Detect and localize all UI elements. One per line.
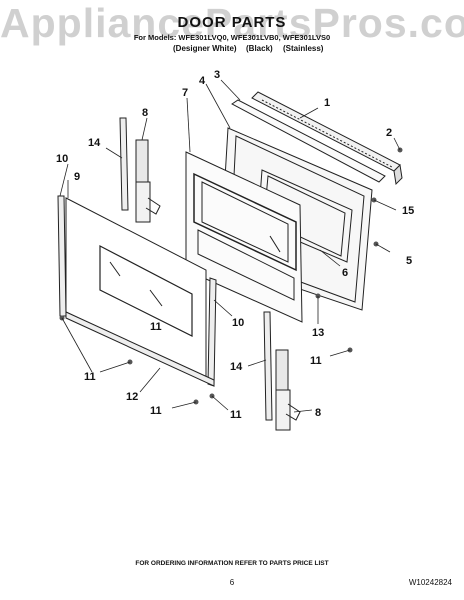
callout-15: 15 xyxy=(402,205,414,217)
callout-11-b: 11 xyxy=(150,405,162,417)
door-top-trim xyxy=(231,99,386,183)
callout-11-a: 11 xyxy=(84,371,96,383)
callout-1: 1 xyxy=(324,97,330,109)
document-number: W10242824 xyxy=(408,578,452,587)
callout-10-right: 10 xyxy=(232,317,244,329)
door-vent-trim xyxy=(251,91,403,186)
hinge-channel-left xyxy=(119,117,129,211)
callout-11-d: 11 xyxy=(310,355,322,367)
hinge-left xyxy=(135,139,161,223)
callout-labels: 1 2 3 4 5 6 7 8 8 9 10 10 11 11 11 11 11… xyxy=(56,69,414,421)
callout-11-e: 11 xyxy=(150,321,162,333)
door-side-trim-left xyxy=(57,195,67,317)
callout-9: 9 xyxy=(74,171,80,183)
callout-8-lower: 8 xyxy=(315,407,321,419)
callout-12: 12 xyxy=(126,391,138,403)
callout-10-left: 10 xyxy=(56,153,68,165)
model-list: For Models: WFE301LVQ0, WFE301LVB0, WFE3… xyxy=(133,33,331,42)
callout-13: 13 xyxy=(312,327,324,339)
variant-label-white: (Designer White) xyxy=(173,44,237,53)
page-number: 6 xyxy=(229,578,235,587)
hinge-channel-right xyxy=(263,311,273,421)
watermark: AppliancePartsPros.com xyxy=(0,0,464,46)
callout-3: 3 xyxy=(214,69,220,81)
callout-5: 5 xyxy=(406,255,412,267)
variant-label-stainless: (Stainless) xyxy=(283,44,324,53)
callout-11-c: 11 xyxy=(230,409,242,421)
hinge-right xyxy=(275,349,301,431)
callout-2: 2 xyxy=(386,127,392,139)
callout-14-lower: 14 xyxy=(230,361,243,373)
callout-6: 6 xyxy=(342,267,348,279)
ordering-note: FOR ORDERING INFORMATION REFER TO PARTS … xyxy=(135,560,329,567)
outer-door-glass xyxy=(65,197,207,381)
door-bottom-trim xyxy=(65,311,215,387)
callout-7: 7 xyxy=(182,87,188,99)
page-title: DOOR PARTS xyxy=(177,14,287,31)
leader-lines xyxy=(59,79,401,413)
callout-4: 4 xyxy=(199,75,206,87)
door-side-trim-right xyxy=(207,277,217,387)
callout-14-upper: 14 xyxy=(88,137,101,149)
variant-label-black: (Black) xyxy=(246,44,273,53)
callout-8-upper: 8 xyxy=(142,107,148,119)
